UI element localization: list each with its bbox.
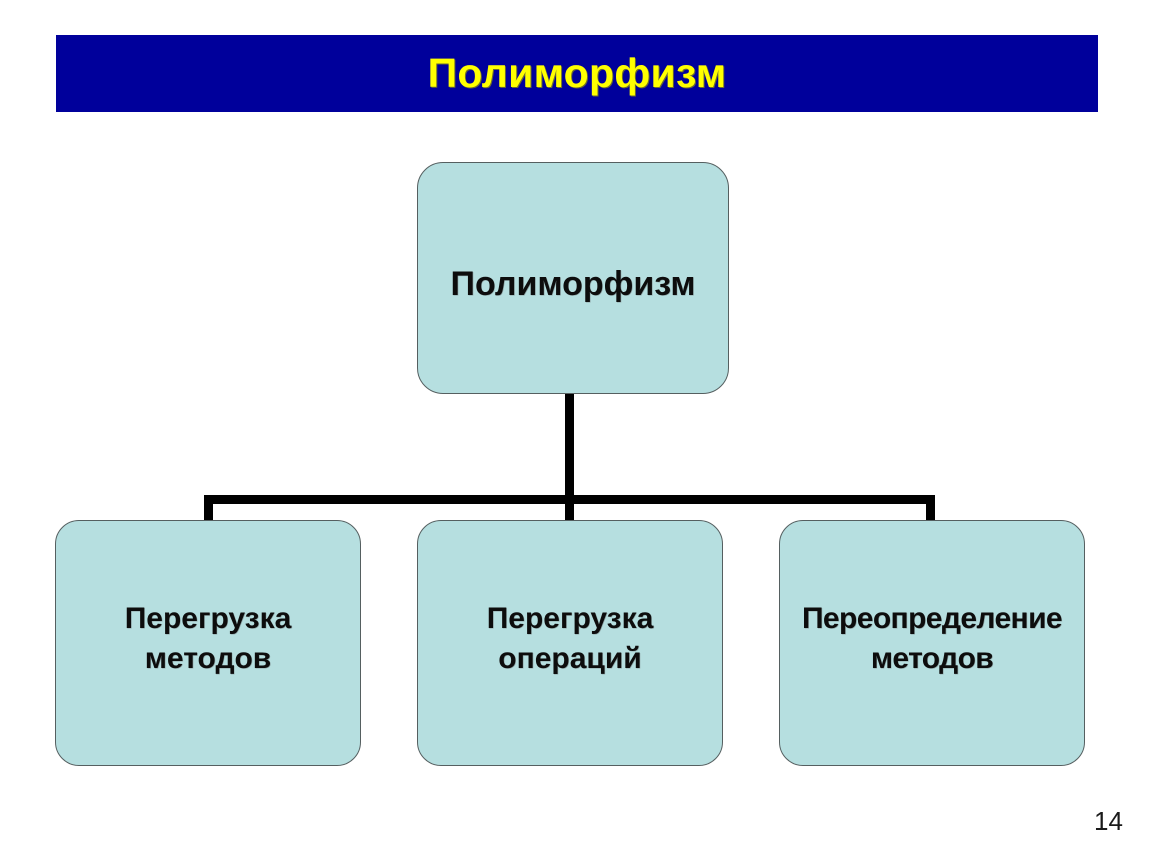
diagram-node-method-overriding-label: Переопределение методов (801, 602, 1063, 675)
diagram-node-operator-overloading-label: Перегрузка операций (486, 602, 654, 675)
title-banner: Полиморфизм (56, 35, 1098, 112)
page-title: Полиморфизм (427, 50, 727, 96)
connector-root-stem (565, 392, 574, 500)
page-number: 14 (1094, 806, 1123, 836)
diagram-node-method-overloading-label: Перегрузка методов (124, 602, 292, 675)
diagram-node-root[interactable]: Полиморфизм (417, 162, 729, 394)
connector-drop-center (565, 495, 574, 523)
diagram-node-method-overriding[interactable]: Переопределение методов (779, 520, 1085, 766)
diagram-node-root-label: Полиморфизм (450, 264, 696, 303)
connector-drop-left (204, 495, 213, 523)
connector-drop-right (926, 495, 935, 523)
diagram-node-method-overloading[interactable]: Перегрузка методов (55, 520, 361, 766)
diagram-node-operator-overloading[interactable]: Перегрузка операций (417, 520, 723, 766)
